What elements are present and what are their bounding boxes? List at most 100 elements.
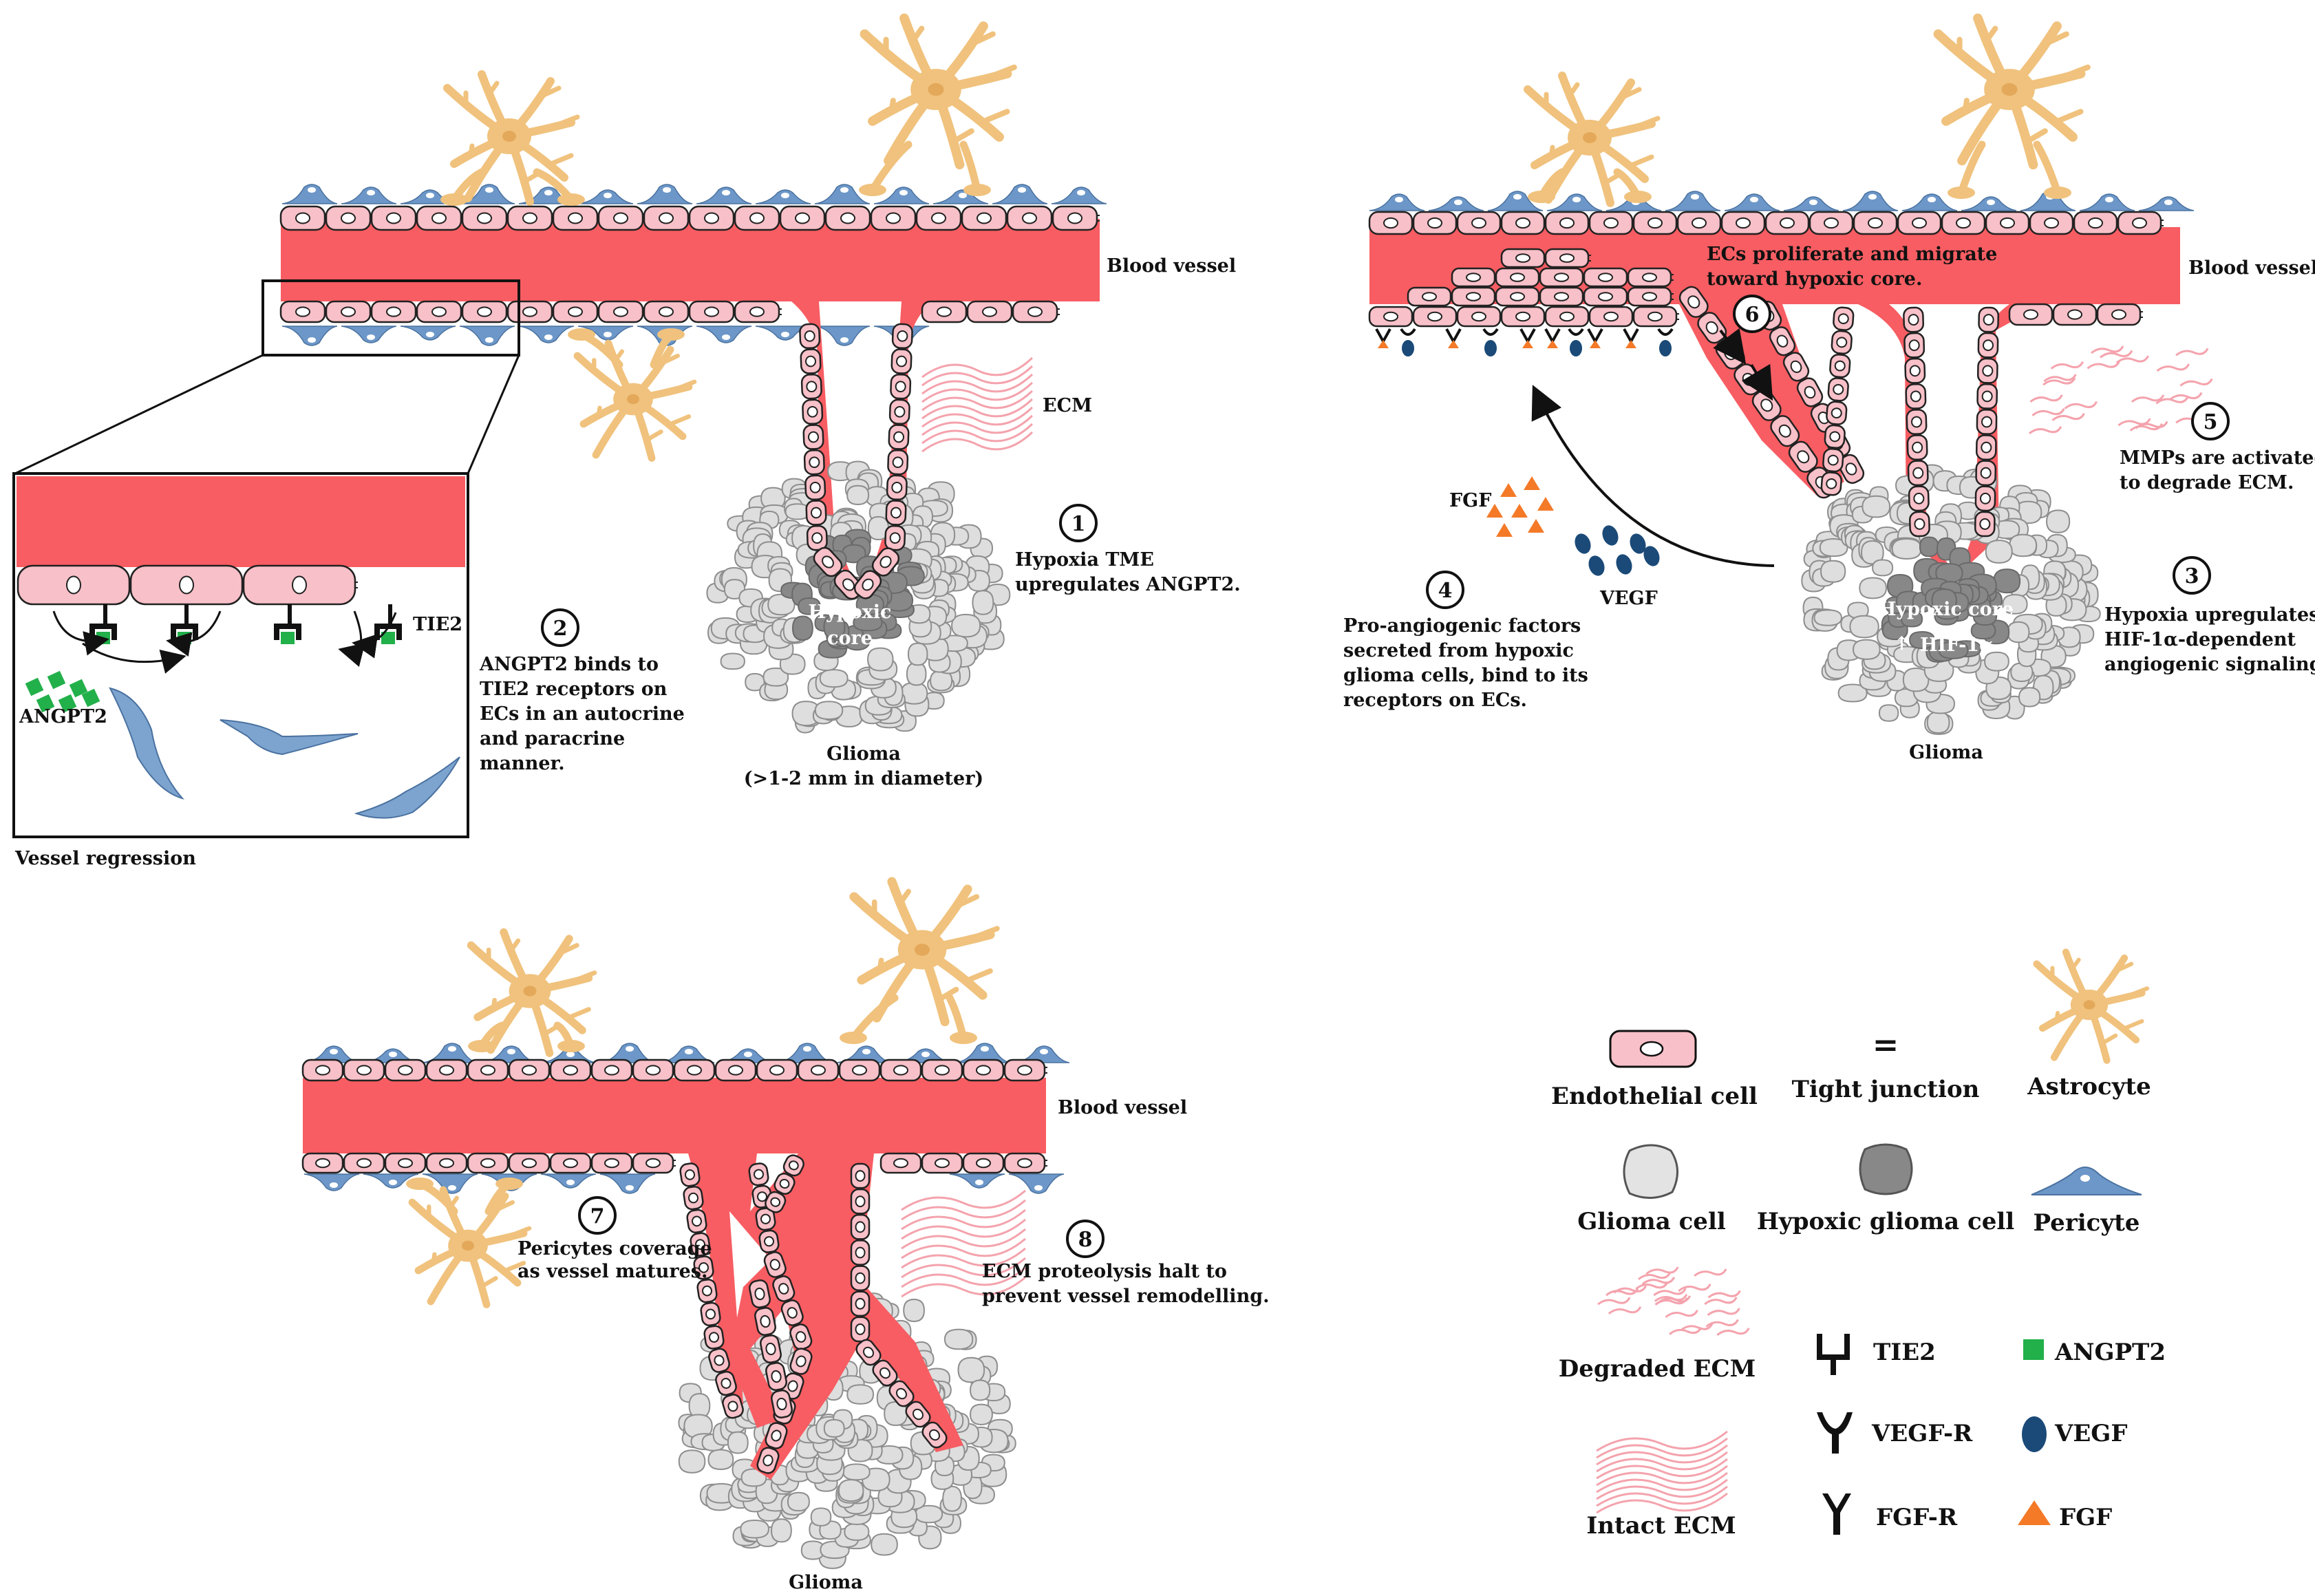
endothelial-cell [1820, 471, 1842, 496]
pericyte-nucleus [426, 332, 434, 337]
pericyte [1665, 191, 1721, 211]
degraded-ecm-fragment [2175, 348, 2209, 357]
step-8-number: 8 [1078, 1228, 1093, 1252]
bound-vegf [1402, 340, 1414, 357]
legend-astrocyte-item: Astrocyte [2027, 948, 2151, 1100]
degraded-ecm-fragment [2050, 361, 2084, 370]
step-6-number: 6 [1745, 303, 1760, 327]
nucleus [913, 1408, 924, 1421]
endothelial-cell [802, 424, 824, 450]
glioma-cell [823, 1418, 845, 1438]
fgf-molecule [1537, 497, 1554, 511]
nucleus [855, 1221, 866, 1233]
astrocyte-process [849, 994, 899, 1042]
panel-2-glioma-label: Glioma [1909, 742, 1983, 763]
nucleus [776, 1397, 787, 1411]
panel-2-hif-label: HIF-1α [1920, 635, 1994, 656]
astrocyte [467, 928, 597, 1057]
nucleus [1427, 217, 1442, 229]
nucleus [1980, 467, 1992, 479]
glioma-cell [942, 1485, 962, 1512]
panel-1-ecm-label: ECM [1043, 395, 1092, 416]
nucleus [1510, 273, 1525, 282]
endothelial-cell [765, 1362, 787, 1391]
pericyte-nucleus [367, 334, 375, 340]
ecm-fiber [901, 1257, 1026, 1279]
endothelial-cell [748, 1162, 769, 1187]
nucleus [1956, 217, 1971, 229]
astrocyte-branch [967, 926, 1000, 942]
endothelial-cell [1975, 434, 1997, 460]
pericyte [599, 1173, 656, 1194]
endothelial-cell [1905, 383, 1927, 409]
bound-fgf [1625, 340, 1636, 348]
glioma-cell [1993, 520, 2020, 540]
panel-3-branch-endothelial-cells [679, 1154, 948, 1474]
nucleus [756, 1191, 768, 1202]
astrocyte-branch [983, 64, 1017, 81]
step-5-text-1: MMPs are activated [2120, 447, 2315, 469]
nucleus [1824, 217, 1839, 229]
panel-2-core-label: Hypoxic core [1879, 599, 2014, 620]
nucleus [646, 1158, 661, 1169]
endothelial-cell [850, 1316, 871, 1343]
panel-2-vegf-cluster [1575, 525, 1660, 576]
nucleus [937, 306, 952, 317]
nucleus [855, 1195, 866, 1208]
nucleus [807, 431, 820, 443]
endothelial-cell [1974, 485, 1996, 512]
endothelial-cell [1822, 448, 1844, 473]
degraded-ecm-fragment [2117, 418, 2151, 427]
nucleus [315, 1158, 330, 1169]
astrocyte-branch [910, 25, 925, 43]
degraded-ecm-fragment [2042, 377, 2076, 386]
degraded-ecm-fragment [1605, 1288, 1639, 1297]
inset-endothelial-cells [17, 564, 358, 606]
nucleus [1909, 365, 1921, 377]
nucleus [704, 306, 719, 317]
legend-vegfr-label: VEGF-R [1871, 1420, 1973, 1447]
degraded-ecm-fragment [2028, 426, 2062, 434]
endothelial-cell [789, 1348, 813, 1375]
degraded-ecm-fragment [2064, 401, 2098, 409]
tie2-receptor [374, 604, 402, 640]
nucleus [892, 456, 904, 469]
panel-1-core-label-1: Hypoxic [809, 602, 892, 623]
astrocyte-endfoot [568, 328, 595, 341]
legend-degraded-ecm-item: Degraded ECM [1559, 1266, 1756, 1383]
astrocyte-branch [898, 889, 912, 905]
glioma-cell [846, 1384, 875, 1405]
nucleus [879, 555, 892, 568]
nucleus [760, 1213, 771, 1224]
endothelial-cell [693, 1255, 714, 1280]
degraded-ecm-fragment [2135, 421, 2168, 429]
panel-1-glioma-label: Glioma [826, 743, 901, 765]
astrocyte-endfoot [950, 1032, 977, 1044]
panel-3-blood-vessel [303, 1078, 1046, 1153]
nucleus [480, 1065, 495, 1076]
astrocyte-endfoot [557, 1040, 585, 1052]
astrocyte-branch [487, 81, 500, 96]
nucleus [1827, 454, 1839, 466]
hif-arrow: ↑ [1894, 633, 1910, 655]
degraded-ecm-fragment [2043, 374, 2077, 383]
pericyte-nucleus [722, 190, 730, 195]
nucleus [1383, 311, 1398, 322]
nucleus [890, 507, 902, 519]
pericyte [341, 326, 397, 343]
endothelial-cell [1906, 434, 1928, 461]
endothelial-cell [782, 1154, 804, 1177]
glioma-cell [727, 1431, 749, 1454]
astrocyte-branch [1962, 98, 1970, 115]
bound-fgf [1448, 340, 1459, 348]
astrocyte-branch [1984, 25, 1998, 43]
step-7-text-2: as vessel matures. [518, 1261, 707, 1282]
nucleus [66, 575, 81, 595]
nucleus [976, 1158, 991, 1169]
nucleus [842, 578, 855, 591]
nucleus [1642, 273, 1657, 282]
nucleus [1692, 217, 1707, 229]
pericyte-nucleus [899, 190, 908, 195]
legend-tight-junction-symbol: = [1873, 1026, 1899, 1063]
nucleus [1515, 253, 1530, 263]
